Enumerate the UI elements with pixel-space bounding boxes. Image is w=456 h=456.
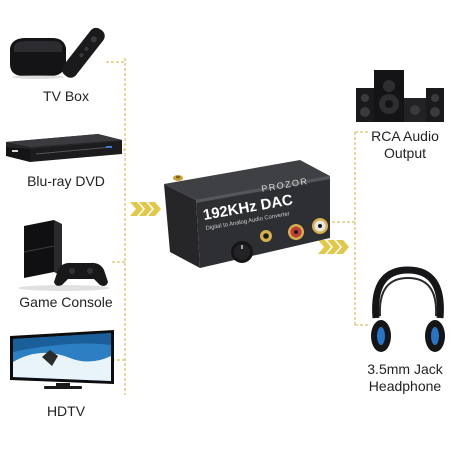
output-label-headphone: 3.5mm Jack Headphone xyxy=(358,361,452,395)
source-label-tv-box: TV Box xyxy=(43,88,89,104)
speaker-system-icon xyxy=(356,70,444,122)
dac-converter-icon xyxy=(164,160,330,268)
bluray-player-icon xyxy=(6,134,122,162)
input-arrow-icon xyxy=(130,202,161,216)
right-connector xyxy=(332,131,368,326)
source-label-game-console: Game Console xyxy=(19,294,113,310)
tv-box-icon xyxy=(10,27,105,79)
output-label-rca-line2: Output xyxy=(383,145,427,161)
source-label-bluray-dvd: Blu-ray DVD xyxy=(27,173,105,189)
output-label-headphone-line1: 3.5mm Jack xyxy=(367,361,443,377)
output-label-rca: RCA Audio Output xyxy=(358,128,452,162)
output-label-rca-line1: RCA Audio xyxy=(371,128,439,144)
game-console-icon xyxy=(18,220,110,291)
headphone-icon xyxy=(371,266,445,352)
source-label-hdtv: HDTV xyxy=(46,403,86,419)
output-arrow-icon xyxy=(318,240,349,254)
output-label-headphone-line2: Headphone xyxy=(368,378,442,394)
hdtv-icon xyxy=(10,330,114,389)
